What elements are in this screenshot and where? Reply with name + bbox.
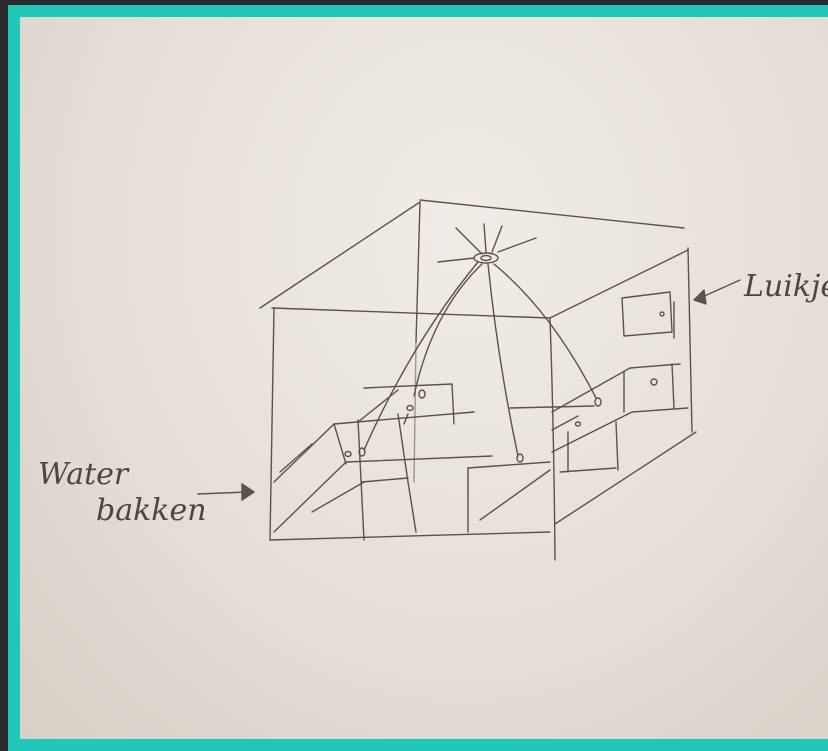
back-right-edge	[688, 248, 692, 432]
luikje-hatch	[622, 292, 674, 338]
front-bottom-edge	[270, 532, 550, 540]
top-left-edge	[260, 202, 420, 308]
back-left-edge-hidden	[414, 342, 416, 482]
top-right-edge	[550, 250, 688, 318]
front-top-edge	[272, 308, 550, 318]
water-trays-right	[468, 364, 688, 532]
water-label-line2: bakken	[96, 493, 207, 528]
water-trays-left	[274, 384, 492, 540]
hanging-cables	[364, 262, 596, 456]
front-right-edge	[550, 318, 555, 560]
hanging-hub	[438, 224, 536, 263]
photo-frame: Luikje Water bakken	[8, 5, 828, 751]
bottom-right-edge	[555, 432, 696, 524]
front-left-edge	[270, 308, 274, 540]
water-label-line1: Water	[38, 457, 130, 492]
luikje-label: Luikje	[743, 269, 828, 304]
sketch-drawing: Luikje Water bakken	[20, 17, 828, 751]
arrow-to-luikje	[694, 280, 740, 304]
top-back-edge	[420, 200, 684, 228]
back-left-edge	[416, 202, 420, 342]
